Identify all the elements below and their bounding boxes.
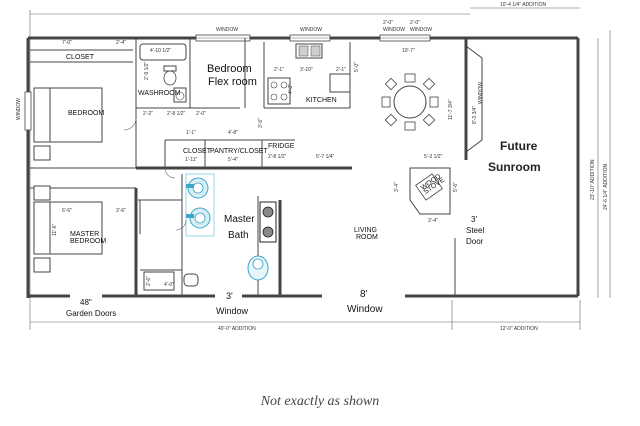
dim-wash-width: 4'-10 1/2": [150, 48, 171, 54]
dim-wash-c: 2'-0": [196, 111, 206, 117]
bay-window: [465, 45, 483, 153]
dim-kitchen-d: 2'-1": [336, 67, 346, 73]
label-window8-2: Window: [347, 304, 383, 315]
dim-hall: 4'-8": [228, 130, 238, 136]
dim-closet-small: 1'-1": [186, 130, 196, 136]
window-label-kitchen: WINDOW: [300, 27, 322, 33]
dim-pantry-w: 5'-4": [228, 157, 238, 163]
dim-kitchen-c: 4'-3": [288, 84, 294, 94]
label-steel-3: Door: [466, 237, 484, 246]
dim-closet-w: 1'-11": [185, 157, 198, 163]
label-window3-1: 3': [226, 291, 233, 301]
dim-fridge: 2'-8 1/2": [268, 154, 287, 160]
top-windows: [24, 34, 431, 131]
dim-master-c: 11'-6": [52, 223, 58, 236]
room-label-kitchen: KITCHEN: [306, 97, 337, 104]
room-label-master-2: BEDROOM: [70, 238, 106, 245]
washroom-fixtures: [139, 43, 187, 103]
room-label-future: Future: [500, 139, 538, 153]
dim-wash-a: 2'-2": [143, 111, 153, 117]
label-sun-window: WINDOW: [478, 82, 484, 104]
dim-master-w: 6'-6": [62, 208, 72, 214]
label-garden-2: Garden Doors: [66, 309, 116, 318]
dim-kitchen-e: 5'-0": [354, 62, 360, 72]
dim-right-inner: 23'-10" ADDITION: [590, 159, 596, 200]
exterior-walls: [26, 36, 580, 298]
label-garden-1: 48": [80, 298, 92, 307]
dim-wash-side: 2'-9 1/2": [144, 61, 150, 80]
dim-stove-b: 3'-4": [428, 218, 438, 224]
window-label-top: WINDOW: [216, 27, 238, 33]
kitchen-fixtures: [267, 43, 351, 105]
room-label-closet-small: CLOSET: [183, 148, 212, 155]
dim-bottom-main: 40'-0" ADDITION: [218, 326, 256, 332]
room-label-master-1: MASTER: [70, 231, 99, 238]
dim-master-bath-a: 2'-6": [146, 276, 152, 286]
dim-stove-c: 5'-6": [453, 182, 459, 192]
room-label-living-1: LIVING: [354, 227, 377, 234]
label-steel-2: Steel: [466, 226, 484, 235]
dim-stove-w: 5'-3 1/2": [424, 154, 443, 160]
bed-master: [33, 185, 103, 273]
dim-window-a: 2'-0": [383, 20, 393, 26]
master-bath-fixtures: [143, 173, 277, 291]
room-label-master-bath-2: Bath: [228, 230, 249, 241]
dim-kitchen-b: 3'-10": [300, 67, 313, 73]
label-steel-1: 3': [471, 215, 477, 224]
dim-sun-window-b: 8'-3 3/4": [472, 105, 478, 124]
dim-closet-top: 7'-0": [62, 40, 72, 46]
room-label-sunroom: Sunroom: [488, 160, 541, 174]
dim-closet-side: 2'-4": [116, 40, 126, 46]
room-label-bedroom: BEDROOM: [68, 110, 104, 117]
dim-sun-window-side: 11'-7 3/4": [448, 99, 454, 120]
room-label-living-2: ROOM: [356, 234, 378, 241]
window-label-left: WINDOW: [16, 98, 22, 120]
label-window8-1: 8': [360, 289, 368, 300]
dim-stove-a: 3'-4": [394, 182, 400, 192]
dim-hall-side: 3'-6": [258, 118, 264, 128]
window-label-dining-a: WINDOW: [383, 27, 405, 33]
room-label-fridge: FRIDGE: [268, 143, 295, 150]
room-label-flex-1: Bedroom: [207, 63, 252, 75]
caption: Not exactly as shown: [260, 394, 380, 409]
room-label-closet: CLOSET: [66, 54, 95, 61]
room-label-master-bath-1: Master: [224, 214, 255, 225]
dim-kitchen-a: 2'-1": [274, 67, 284, 73]
bed-small: [33, 87, 103, 161]
interior-walls: [26, 38, 352, 298]
door-swings: [123, 117, 187, 231]
dim-window-b: 2'-0": [410, 20, 420, 26]
dim-kitchen-run: 5'-7 1/4": [316, 154, 335, 160]
dim-bottom-sunroom: 12'-0" ADDITION: [500, 326, 538, 332]
dim-right-outer: 24'-6 1/4" ADDITION: [603, 164, 609, 210]
window-label-dining-b: WINDOW: [410, 27, 432, 33]
wood-stove: [409, 167, 451, 215]
dim-master-bath-b: 4'-0": [164, 282, 174, 288]
dining-table: [381, 73, 439, 131]
dimension-lines: [29, 7, 611, 330]
room-label-pantry: PANTRY/CLOSET: [210, 148, 268, 155]
room-label-washroom: WASHROOM: [138, 90, 181, 97]
dim-master-b: 3'-6": [116, 208, 126, 214]
dim-top-overall: 10'-4 1/4" ADDITION: [500, 2, 546, 8]
room-label-flex-2: Flex room: [208, 76, 257, 88]
dim-dining: 10'-7": [402, 48, 415, 54]
label-window3-2: Window: [216, 306, 249, 316]
dim-wash-b: 2'-8 1/2": [167, 111, 186, 117]
